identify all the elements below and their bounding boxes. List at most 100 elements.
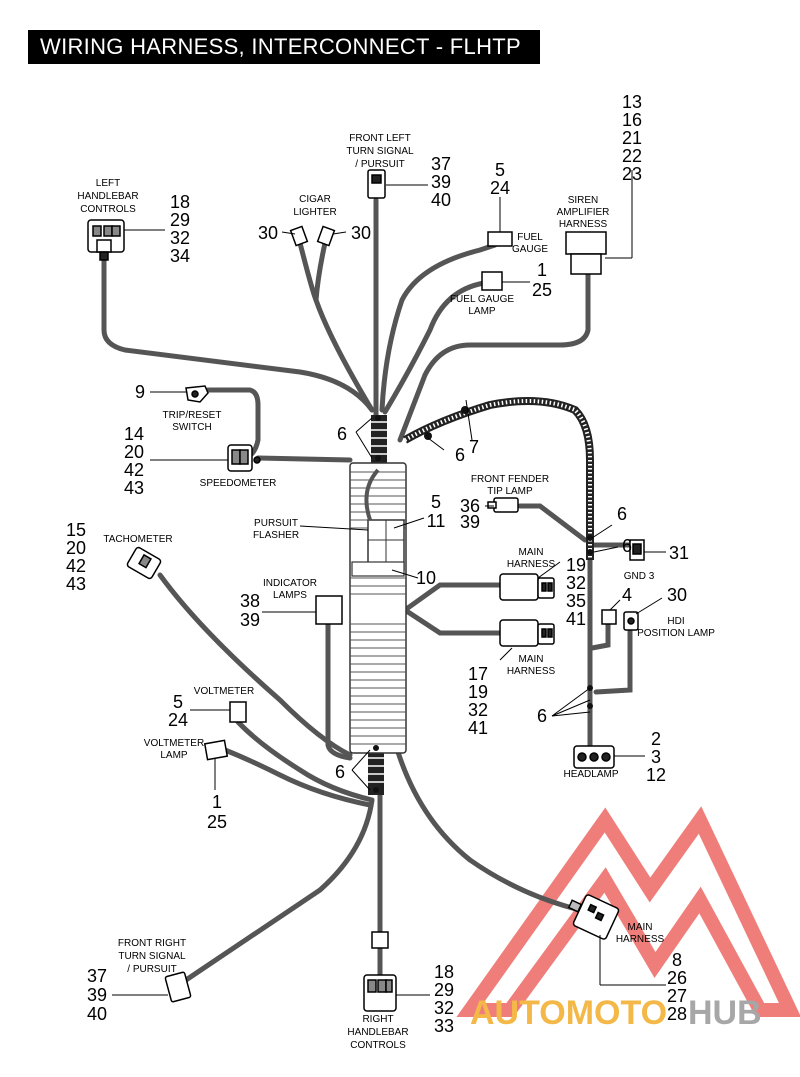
callout-30c: 30: [667, 585, 687, 605]
wire-left-controls: [101, 255, 375, 413]
callout-19-3: 35: [566, 591, 586, 611]
leader-lines: [112, 170, 666, 996]
wire-main-lower: [395, 749, 583, 913]
callout-5b-1: 5: [431, 492, 441, 512]
wire-front-fender: [517, 503, 588, 543]
wire-siren: [397, 272, 591, 443]
callout-18a-4: 34: [170, 246, 190, 266]
callout-31: 31: [669, 543, 689, 563]
callout-1b-1: 1: [212, 792, 222, 812]
callout-18b-3: 32: [434, 998, 454, 1018]
label-front-right-1: FRONT RIGHT: [118, 938, 186, 949]
label-right-controls-1: RIGHT: [362, 1014, 393, 1025]
callout-18b-1: 18: [434, 962, 454, 982]
callout-19-4: 41: [566, 609, 586, 629]
label-siren-1: SIREN: [568, 195, 599, 206]
label-fuel-gauge-2: GAUGE: [512, 244, 548, 255]
trip-reset-switch-icon: [185, 385, 209, 403]
label-fuel-lamp-1: FUEL GAUGE: [450, 294, 514, 305]
connectors: [87, 169, 645, 1012]
label-pursuit-flasher-2: FLASHER: [253, 530, 299, 541]
fuel-gauge-connector-icon: [487, 231, 513, 247]
callout-2-1: 2: [651, 729, 661, 749]
label-indicator-1: INDICATOR: [263, 578, 317, 589]
callout-6b: 6: [455, 445, 465, 465]
label-left-controls-2: HANDLEBAR: [77, 191, 138, 202]
callout-6c: 6: [617, 504, 627, 524]
callout-9: 9: [135, 382, 145, 402]
callout-17-4: 41: [468, 718, 488, 738]
label-main-harness-c-2: HARNESS: [616, 934, 665, 945]
main-harness-c-connector-icon: [567, 894, 620, 940]
front-fender-connector-icon: [487, 497, 519, 513]
callout-37a-1: 37: [431, 154, 451, 174]
label-voltmeter: VOLTMETER: [194, 686, 254, 697]
label-trip-2: SWITCH: [172, 422, 211, 433]
label-front-left-2: TURN SIGNAL: [346, 146, 414, 157]
callout-19-2: 32: [566, 573, 586, 593]
wire-cigar-1: [297, 240, 375, 413]
wire-main-b: [402, 607, 503, 636]
wire-fuel-lamp: [382, 280, 487, 415]
wire-item4: [589, 622, 611, 651]
callout-15-3: 42: [66, 556, 86, 576]
label-cigar-2: LIGHTER: [293, 207, 336, 218]
callout-14-4: 43: [124, 478, 144, 498]
callout-8-4: 28: [667, 1004, 687, 1024]
callout-15-4: 43: [66, 574, 86, 594]
fuel-lamp-connector-icon: [481, 271, 503, 291]
label-siren-3: HARNESS: [559, 219, 608, 230]
label-indicator-2: LAMPS: [273, 590, 307, 601]
callout-30a: 30: [258, 223, 278, 243]
title-bar: WIRING HARNESS, INTERCONNECT - FLHTP: [28, 30, 540, 64]
callout-14-1: 14: [124, 424, 144, 444]
callout-1a-2: 25: [532, 280, 552, 300]
callout-18a-2: 29: [170, 210, 190, 230]
label-front-left-1: FRONT LEFT: [349, 133, 410, 144]
callout-8-1: 8: [672, 950, 682, 970]
label-fuel-gauge-1: FUEL: [517, 232, 543, 243]
callout-14-2: 20: [124, 442, 144, 462]
headlamp-connector-icon: [573, 745, 615, 769]
gnd3-connector-icon: [629, 539, 645, 561]
callout-6f: 6: [335, 762, 345, 782]
label-front-right-3: / PURSUIT: [127, 964, 176, 975]
callout-15-2: 20: [66, 538, 86, 558]
callout-36-2: 39: [460, 512, 480, 532]
callout-numbers: 13 16 21 22 23 37 39 40 5 24 18 29 32 34…: [66, 92, 689, 1036]
callout-5a-1: 5: [495, 160, 505, 180]
component-labels: LEFT HANDLEBAR CONTROLS FRONT LEFT TURN …: [77, 133, 715, 1051]
callout-38-1: 38: [240, 591, 260, 611]
left-controls-connector-icon: [87, 219, 125, 261]
label-voltmeter-lamp-1: VOLTMETER: [144, 738, 204, 749]
callout-1b-2: 25: [207, 812, 227, 832]
wire-voltmeter-lamp: [222, 747, 373, 808]
label-main-harness-b-1: MAIN: [519, 654, 544, 665]
callout-37b-3: 40: [87, 1004, 107, 1024]
label-front-fender-1: FRONT FENDER: [471, 474, 549, 485]
hdi-lamp-connector-icon: [623, 611, 639, 631]
callout-18a-3: 32: [170, 228, 190, 248]
label-headlamp: HEADLAMP: [563, 769, 618, 780]
callout-13-5: 23: [622, 164, 642, 184]
label-main-harness-a-2: HARNESS: [507, 559, 556, 570]
voltmeter-lamp-connector-icon: [203, 739, 229, 761]
callout-37b-1: 37: [87, 966, 107, 986]
wire-main-a: [402, 582, 503, 613]
callout-36-1: 36: [460, 496, 480, 516]
callout-30b: 30: [351, 223, 371, 243]
cable-ties: [373, 406, 593, 793]
label-right-controls-2: HANDLEBAR: [347, 1027, 408, 1038]
label-hdi-2: POSITION LAMP: [637, 628, 715, 639]
callout-8-2: 26: [667, 968, 687, 988]
conduit-lower: [368, 750, 384, 795]
conduit-headlamp: [403, 397, 594, 560]
callout-38-2: 39: [240, 610, 260, 630]
callout-2-2: 3: [651, 747, 661, 767]
label-tachometer: TACHOMETER: [103, 534, 172, 545]
callout-13-3: 21: [622, 128, 642, 148]
item4-connector-icon: [601, 609, 617, 625]
wires: [101, 197, 633, 983]
label-pursuit-flasher-1: PURSUIT: [254, 518, 298, 529]
